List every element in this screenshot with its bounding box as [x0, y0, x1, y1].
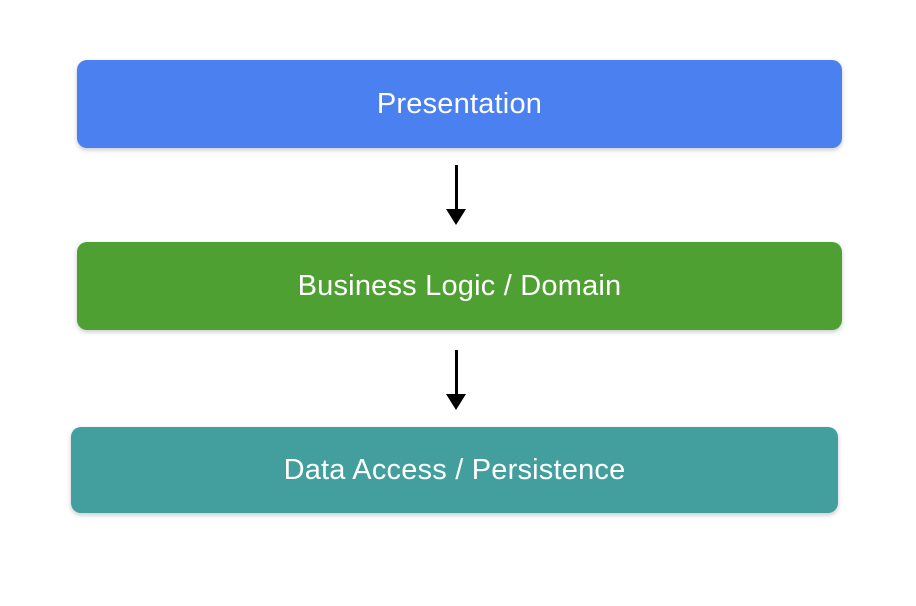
arrow-line [454, 350, 458, 394]
arrow-head [446, 209, 466, 225]
arrow-head [446, 394, 466, 410]
layer-label-business-logic: Business Logic / Domain [297, 269, 622, 302]
arrow-line [454, 165, 458, 209]
down-arrow-icon [446, 350, 466, 410]
layer-box-presentation: Presentation [77, 60, 842, 148]
layer-label-data-access: Data Access / Persistence [283, 453, 626, 486]
layer-box-data-access: Data Access / Persistence [71, 427, 838, 513]
down-arrow-icon [446, 165, 466, 225]
layer-box-business-logic: Business Logic / Domain [77, 242, 842, 330]
layer-label-presentation: Presentation [376, 87, 543, 120]
